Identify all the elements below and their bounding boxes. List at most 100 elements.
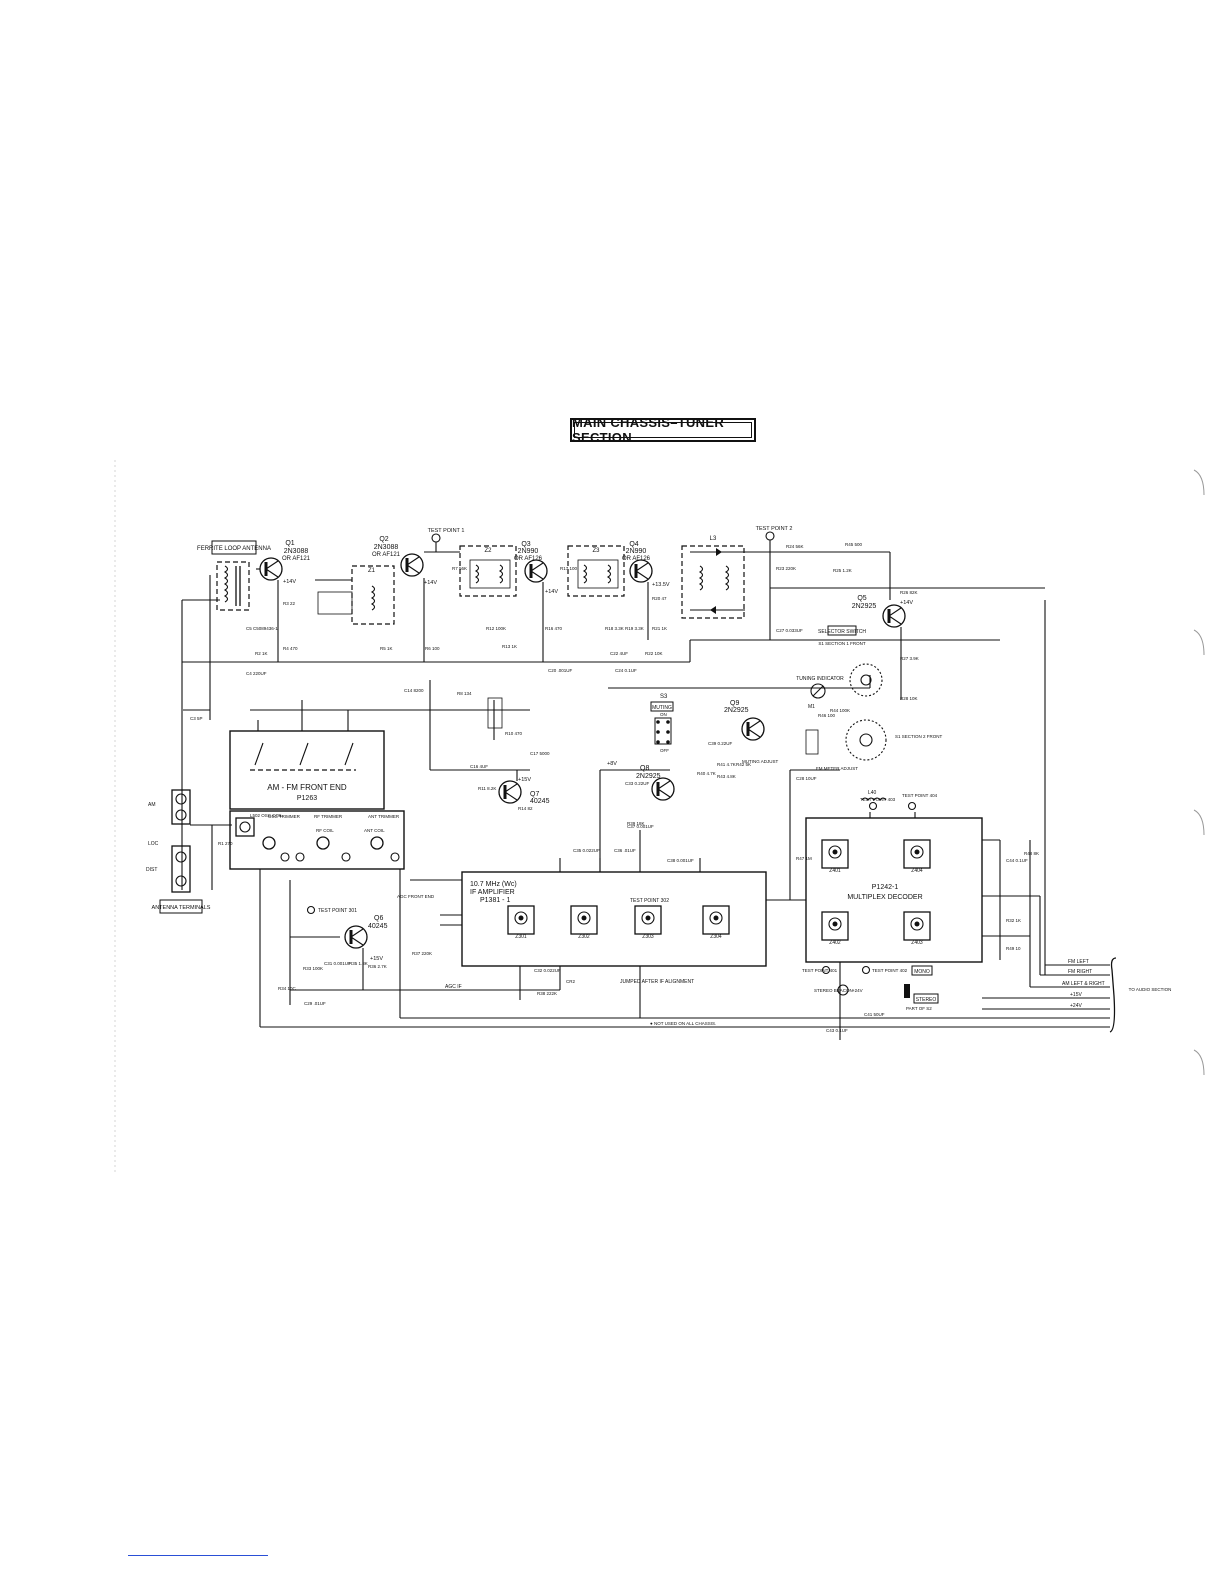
q5-part: 2N2925 (852, 603, 877, 610)
output-fm-left: FM LEFT (1068, 959, 1089, 965)
output-fm-right: FM RIGHT (1068, 969, 1092, 975)
q6-part: 40245 (368, 923, 388, 930)
comp-c21: C22 4UF (610, 651, 628, 656)
q8-part: 2N2925 (636, 773, 661, 780)
if-can-z303: Z303 (634, 905, 662, 940)
z303-label: Z303 (642, 934, 654, 940)
rf-coil-label: RF COIL (316, 828, 334, 833)
z3-label: Z3 (592, 548, 600, 554)
front-end-block: AM - FM FRONT END P1263 L502 OSC COIL RF… (229, 700, 405, 870)
q7-bias: +15V (518, 777, 531, 783)
q1-alt: OR AF121 (282, 556, 311, 562)
if-can-z2: Z2 (459, 545, 517, 597)
component-labels: R3 22 R2 1K R4 470 C5 C5089436-1 C4 220U… (190, 542, 1039, 1033)
q6-bias: +15V (370, 956, 383, 962)
output-plus24v: +24V (1070, 1003, 1082, 1009)
comp-r23: R23 220K (776, 566, 796, 571)
if-amp-line2: IF AMPLIFIER (470, 889, 515, 896)
comp-r48: R49 10 (1006, 946, 1021, 951)
jumped-after-label: JUMPED AFTER IF ALIGNMENT (620, 979, 694, 985)
test-point-2: TEST POINT 2 (756, 526, 793, 541)
fm-meter-adjust-label: FM METER ADJUST (816, 766, 858, 771)
front-end-part: P1263 (297, 795, 317, 802)
agc-if-label: AGC IF (445, 984, 462, 990)
test-point-1: TEST POINT 1 (424, 528, 464, 553)
am-label: AM (148, 802, 156, 808)
q9-ref: Q9 (730, 700, 739, 707)
comp-c17: C20 .001UF (548, 668, 573, 673)
q3-alt: OR AF126 (514, 556, 543, 562)
test-point-2-label: TEST POINT 2 (756, 526, 793, 532)
test-point-404-label: TEST POINT 404 (902, 793, 938, 798)
mpx-part: P1242-1 (872, 884, 899, 891)
comp-r47: R48 8K (1024, 851, 1039, 856)
comp-r18: R18 3.3K (605, 626, 624, 631)
if-can-z302: Z302 (570, 905, 598, 940)
comp-c41: C43 0.1UF (826, 1028, 848, 1033)
comp-r40: R41 4.7K (717, 762, 736, 767)
output-am-left-right: AM LEFT & RIGHT (1062, 981, 1105, 987)
bottom-link-underline (128, 1555, 268, 1556)
comp-r13: R13 1K (502, 644, 517, 649)
comp-c44: R32 1K (1006, 918, 1021, 923)
comp-r49: C41 50UF (864, 1012, 885, 1017)
comp-r1: R1 270 (218, 841, 233, 846)
comp-c31: C32 0.022UF (534, 968, 561, 973)
stereo-label: STEREO (916, 997, 937, 1003)
transistor-q4: Q4 2N990 OR AF126 +13.5V (622, 541, 670, 640)
comp-r27: R27 3.9K (900, 656, 919, 661)
comp-c22: C24 0.1UF (615, 668, 637, 673)
comp-r45: R46 100 (818, 713, 836, 718)
q5-ref: Q5 (857, 595, 866, 602)
test-point-402-label: TEST POINT 402 (872, 968, 908, 973)
q7-ref: Q7 (530, 791, 539, 798)
comp-r19: R19 3.3K (625, 626, 644, 631)
comp-r21: R21 1K (652, 626, 667, 631)
q3-part: 2N990 (518, 548, 539, 555)
comp-r26: R26 82K (900, 590, 918, 595)
osc-trimmer-label: OSC TRIMMER (268, 814, 301, 819)
ant-trimmer-label: ANT TRIMMER (368, 814, 400, 819)
q4-alt: OR AF126 (622, 556, 651, 562)
diagram-title: MAIN CHASSIS–TUNER SECTION (570, 415, 756, 445)
comp-r8: R8 134 (457, 691, 472, 696)
transistor-q7: Q7 40245 +15V (430, 769, 550, 805)
muting-switch-s3: S3 MUTING ON OFF MUTING ADJUST (650, 694, 779, 764)
audio-outputs: FM LEFT FM RIGHT AM LEFT & RIGHT +15V +2… (982, 957, 1171, 1033)
z304-label: Z304 (710, 934, 722, 940)
q4-bias: +13.5V (652, 582, 670, 588)
comp-r33: R34 10C (278, 986, 297, 991)
tuning-indicator-label: TUNING INDICATOR (796, 676, 844, 682)
q8-ref: Q8 (640, 765, 649, 772)
ferrite-loop-antenna: FERRITE LOOP ANTENNA (183, 540, 271, 720)
off-label: OFF (660, 748, 669, 753)
q2-bias: +14V (424, 580, 437, 586)
front-end-coils: L502 OSC COIL RF COIL ANT COIL OSC TRIMM… (235, 813, 400, 862)
tuning-meter-m1: TUNING INDICATOR M1 FM METER ADJUST (796, 676, 858, 771)
comp-r37: R38 222K (537, 991, 557, 996)
wiring (259, 680, 1041, 1040)
comp-cr1: CR2 (566, 979, 575, 984)
z2-label: Z2 (484, 548, 492, 554)
comp-r42: R43 4.8K (717, 774, 736, 779)
q2-alt: OR AF121 (372, 552, 401, 558)
comp-r38: R39 18K (627, 821, 645, 826)
power-rails (181, 540, 1110, 1028)
s1-front-label: S1 SECTION 1 FRONT (818, 641, 866, 646)
mpx-can-z402: Z402 (821, 911, 849, 946)
comp-r46: R44 100K (830, 708, 850, 713)
q1-ref: Q1 (285, 540, 294, 547)
comp-r24: R24 56K (786, 544, 804, 549)
if-can-z301: Z301 (507, 905, 535, 940)
muting-label: MUTING (652, 705, 672, 711)
l3-label: L3 (710, 536, 717, 542)
antenna-terminals: AM LOC DIST ANTENNA TERMINALS (146, 789, 232, 914)
antenna-terminals-label: ANTENNA TERMINALS (152, 905, 211, 911)
s3-label: S3 (660, 694, 668, 700)
comp-c14: C16 4UF (470, 764, 488, 769)
comp-c28: C29 .01UF (304, 1001, 326, 1006)
stereo-beacon-label: STEREO BEACON (814, 988, 853, 993)
q6-ref: Q6 (374, 915, 383, 922)
test-point-302-label: TEST POINT 302 (630, 898, 669, 904)
